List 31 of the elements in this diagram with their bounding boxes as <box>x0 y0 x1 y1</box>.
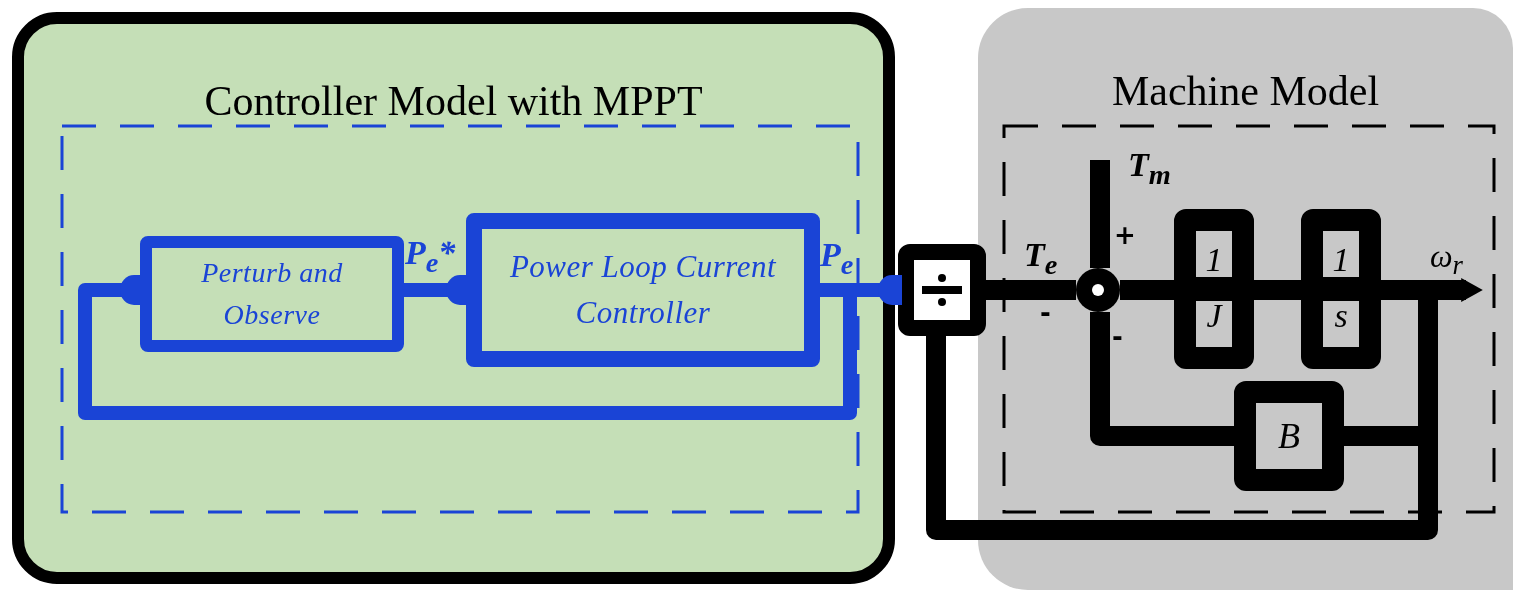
panel-title: Controller Model with MPPT <box>203 80 704 122</box>
sign-label: + <box>1114 222 1136 248</box>
block-label: Perturb and Observe <box>200 256 344 332</box>
block-label: 1 <box>1204 243 1224 277</box>
block-label: 1 <box>1331 243 1351 277</box>
block-label: B <box>1278 415 1300 457</box>
panel <box>978 8 1513 590</box>
summing-junction <box>1076 268 1120 312</box>
signal-line <box>1090 312 1234 446</box>
signal-line <box>1254 280 1301 300</box>
transfer-function-block <box>1174 209 1254 369</box>
divider-block <box>898 244 986 336</box>
process-block <box>140 236 404 352</box>
gain-block <box>1234 381 1344 491</box>
block-label: Power Loop Current Controller <box>508 247 778 332</box>
signal-label: T$_{e}$ <box>1024 238 1058 280</box>
signal-line <box>1120 280 1174 300</box>
transfer-function-block <box>1301 209 1381 369</box>
signal-line <box>1090 160 1110 268</box>
signal-label: P$_{e}$ <box>820 238 854 280</box>
signal-label: T$_{m}$ <box>1128 148 1171 190</box>
signal-label: P$_{e}$* <box>405 236 456 278</box>
panel-title: Machine Model <box>1110 70 1381 112</box>
signal-line <box>986 280 1076 300</box>
block-label: s <box>1333 299 1349 333</box>
sign-label: - <box>1040 300 1051 326</box>
panel <box>12 12 895 584</box>
signal-label: ω$_{r}$ <box>1430 240 1463 280</box>
sign-label: - <box>1112 324 1123 350</box>
block-label: J <box>1205 299 1224 333</box>
process-block <box>466 213 820 367</box>
